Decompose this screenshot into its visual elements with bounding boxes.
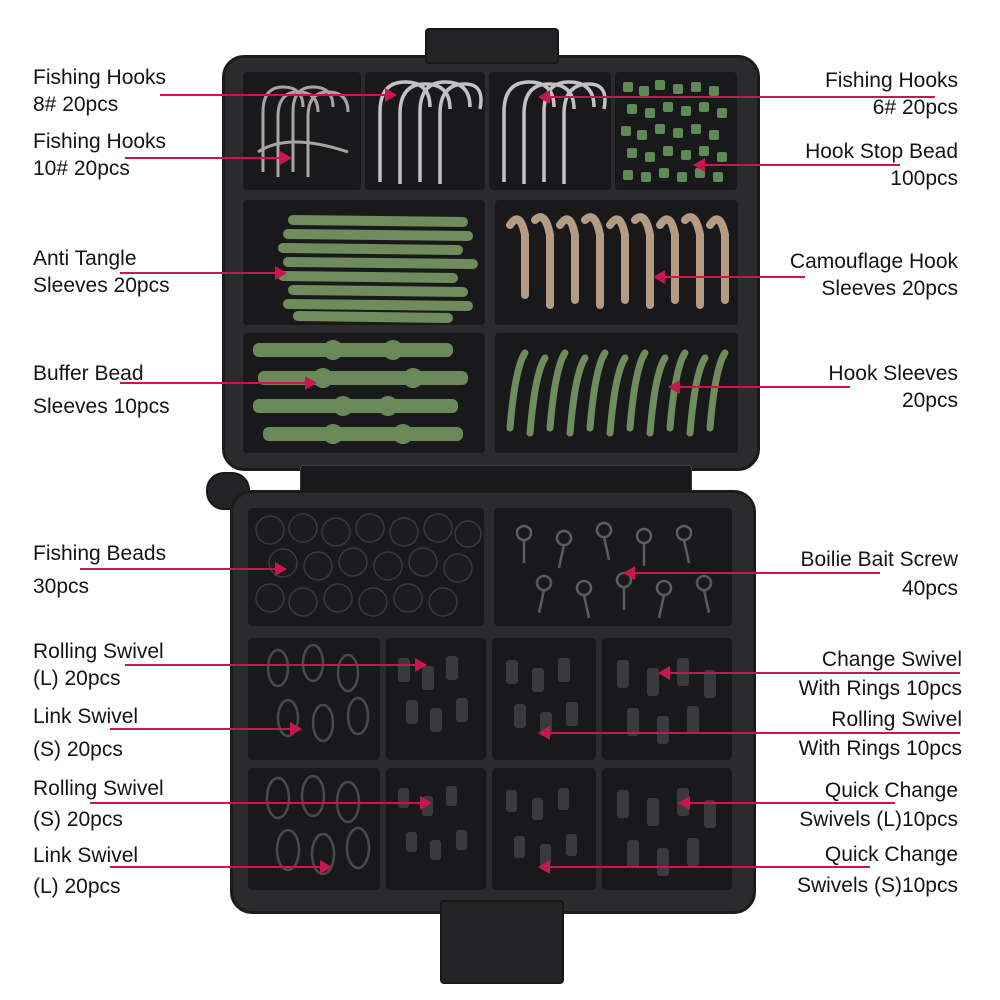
arrow-fishing-beads — [80, 562, 287, 576]
rolling-swivel-rings-image — [506, 658, 578, 736]
arrow-change-swivel-rings — [658, 666, 960, 680]
compartment-buffer-bead — [243, 333, 485, 453]
arrow-camouflage-hook — [653, 270, 805, 284]
compartment-hook-stop-bead — [615, 72, 737, 190]
rolling-swivel-s-image — [398, 786, 467, 860]
hooks-10-image — [257, 85, 350, 177]
arrow-boilie-bait-screw — [623, 566, 880, 580]
compartment-hooks-8 — [365, 72, 485, 190]
compartment-rolling-swivel-l — [386, 638, 486, 760]
hooks-8-image — [378, 80, 483, 184]
arrow-rolling-swivel-rings — [538, 726, 960, 740]
label-rolling-swivel-l: Rolling Swivel(L) 20pcs — [33, 640, 164, 690]
rolling-swivel-l-image — [398, 656, 468, 732]
compartment-rolling-swivel-s — [386, 768, 486, 890]
compartment-rolling-swivel-rings — [492, 638, 596, 760]
arrow-buffer-bead — [120, 376, 317, 390]
fishing-beads-image — [255, 513, 482, 617]
label-link-swivel-s: Link Swivel(S) 20pcs — [33, 705, 139, 761]
arrow-hook-sleeves — [668, 380, 850, 394]
quick-change-l-image — [617, 788, 716, 876]
anti-tangle-image — [278, 215, 478, 323]
compartment-change-swivel-rings — [602, 638, 732, 760]
compartment-link-swivel-s — [248, 638, 380, 760]
arrow-fishing-hooks-6 — [538, 90, 935, 104]
arrow-rolling-swivel-l — [125, 658, 427, 672]
buffer-bead-image — [253, 340, 468, 444]
bottom-latch-tab — [440, 900, 564, 984]
quick-change-s-image — [506, 788, 577, 866]
top-latch-tab — [425, 28, 559, 64]
change-swivel-rings-image — [617, 658, 716, 744]
arrow-quick-change-l — [678, 796, 895, 810]
link-swivel-l-image — [265, 774, 371, 876]
label-rolling-swivel-s: Rolling Swivel(S) 20pcs — [33, 777, 164, 831]
compartment-fishing-beads — [248, 508, 484, 626]
arrow-rolling-swivel-s — [90, 796, 432, 810]
arrow-hook-stop-bead — [693, 158, 900, 172]
hooks-6-image — [502, 80, 607, 184]
arrow-quick-change-s — [538, 860, 870, 874]
compartment-camouflage-hook — [495, 200, 738, 325]
arrow-link-swivel-s — [110, 722, 302, 736]
arrow-fishing-hooks-8 — [160, 88, 397, 102]
compartment-link-swivel-l — [248, 768, 380, 890]
hook-sleeves-image — [506, 349, 729, 437]
label-link-swivel-l: Link Swivel(L) 20pcs — [33, 844, 139, 898]
hook-stop-bead-image — [621, 80, 727, 182]
compartment-hook-sleeves — [495, 333, 738, 453]
compartment-quick-change-l — [602, 768, 732, 890]
compartment-boilie-bait-screw — [494, 508, 732, 626]
arrow-anti-tangle — [120, 266, 287, 280]
link-swivel-s-image — [266, 643, 370, 743]
boilie-bait-screw-image — [515, 521, 713, 619]
hinge — [300, 465, 692, 492]
arrow-link-swivel-l — [110, 860, 332, 874]
compartment-hooks-6 — [489, 72, 611, 190]
compartment-anti-tangle — [243, 200, 485, 325]
camouflage-hook-image — [506, 213, 729, 309]
arrow-fishing-hooks-10 — [125, 151, 292, 165]
compartment-hooks-10 — [243, 72, 361, 190]
